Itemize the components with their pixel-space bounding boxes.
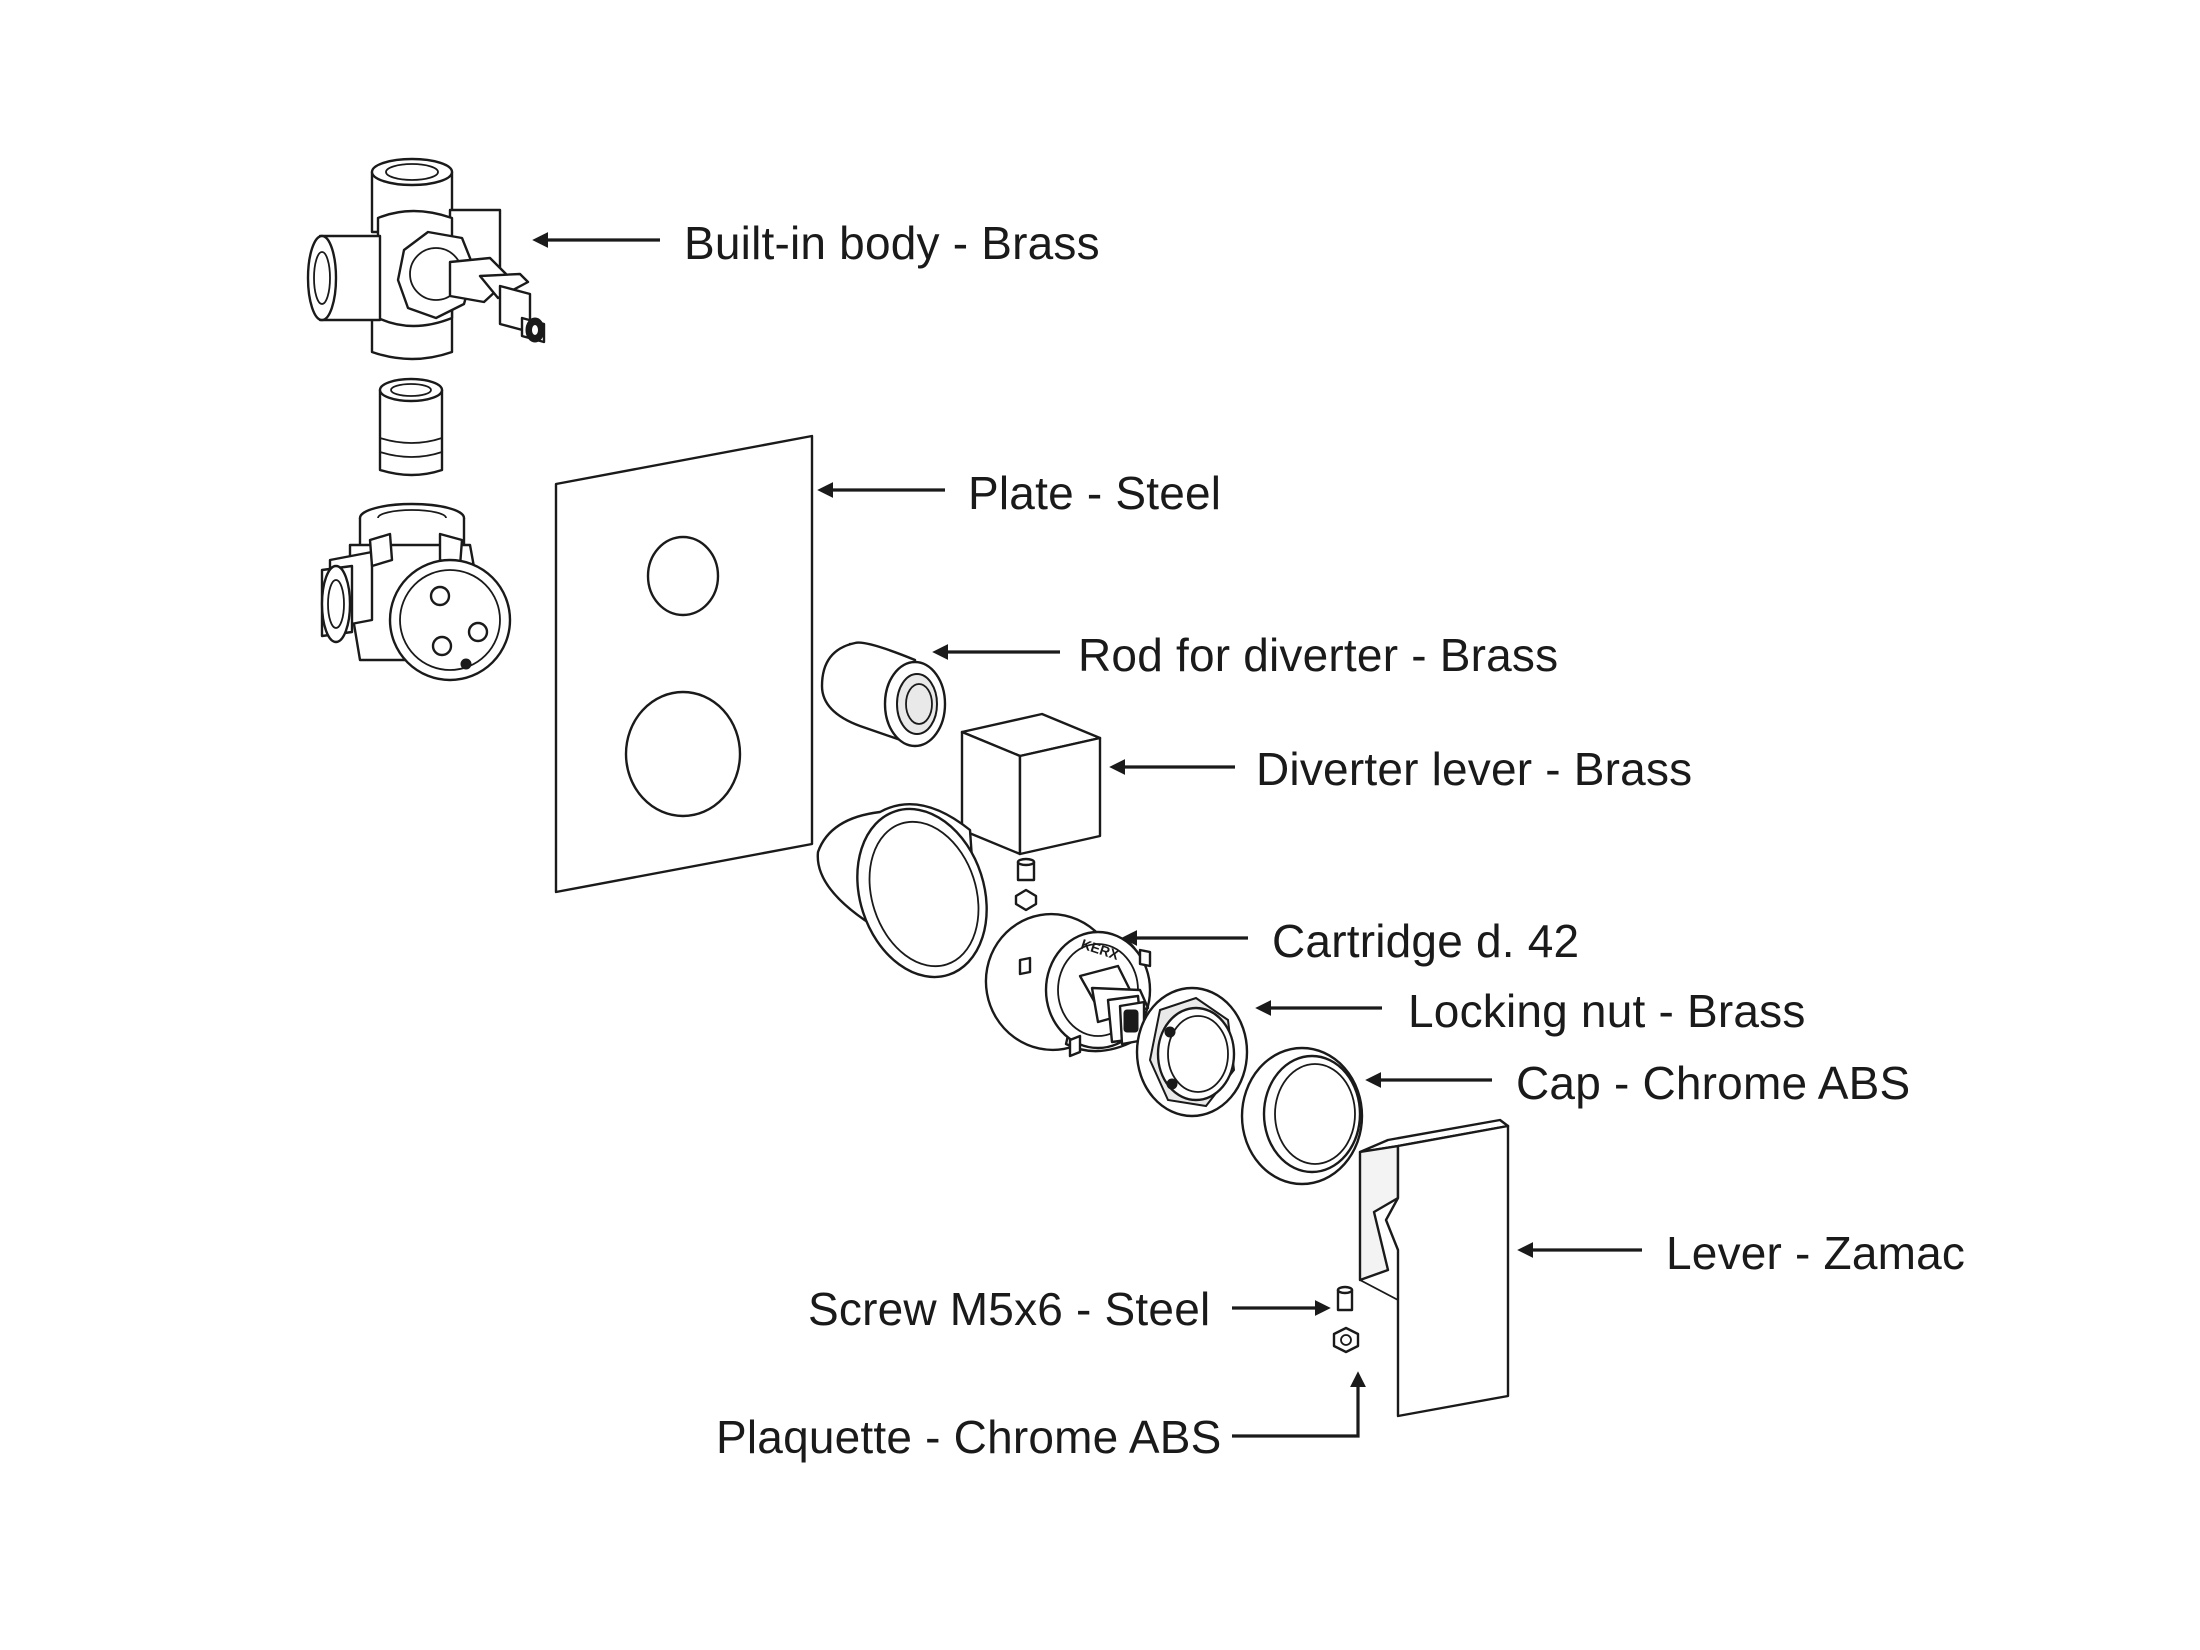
diverter-lever-part <box>960 712 1102 856</box>
label-lever: Lever - Zamac <box>1666 1227 1966 1279</box>
connector-tube-part <box>378 377 444 477</box>
plate-part <box>554 434 814 894</box>
label-rod: Rod for diverter - Brass <box>1078 629 1559 681</box>
screw-part <box>1336 1285 1354 1312</box>
plaquette-part <box>1332 1326 1360 1354</box>
built-in-body-part <box>306 157 546 361</box>
sleeve-part <box>816 803 988 979</box>
label-diverter-lever: Diverter lever - Brass <box>1256 743 1693 795</box>
diverter-body-part <box>320 502 512 682</box>
label-locking-nut: Locking nut - Brass <box>1408 985 1806 1037</box>
label-screw: Screw M5x6 - Steel <box>808 1283 1211 1335</box>
label-plate: Plate - Steel <box>968 467 1222 519</box>
label-cap: Cap - Chrome ABS <box>1516 1057 1911 1109</box>
label-built-in-body: Built-in body - Brass <box>684 217 1100 269</box>
rod-part <box>820 641 947 748</box>
lever-part <box>1358 1118 1510 1418</box>
label-cartridge: Cartridge d. 42 <box>1272 915 1580 967</box>
locking-nut-part <box>1135 986 1249 1118</box>
label-plaquette: Plaquette - Chrome ABS <box>716 1411 1222 1463</box>
arrow-plaquette <box>1232 1371 1366 1438</box>
small-fixing-top <box>1014 857 1038 912</box>
cartridge-part: KERX <box>984 912 1152 1058</box>
cap-part <box>1240 1046 1364 1186</box>
